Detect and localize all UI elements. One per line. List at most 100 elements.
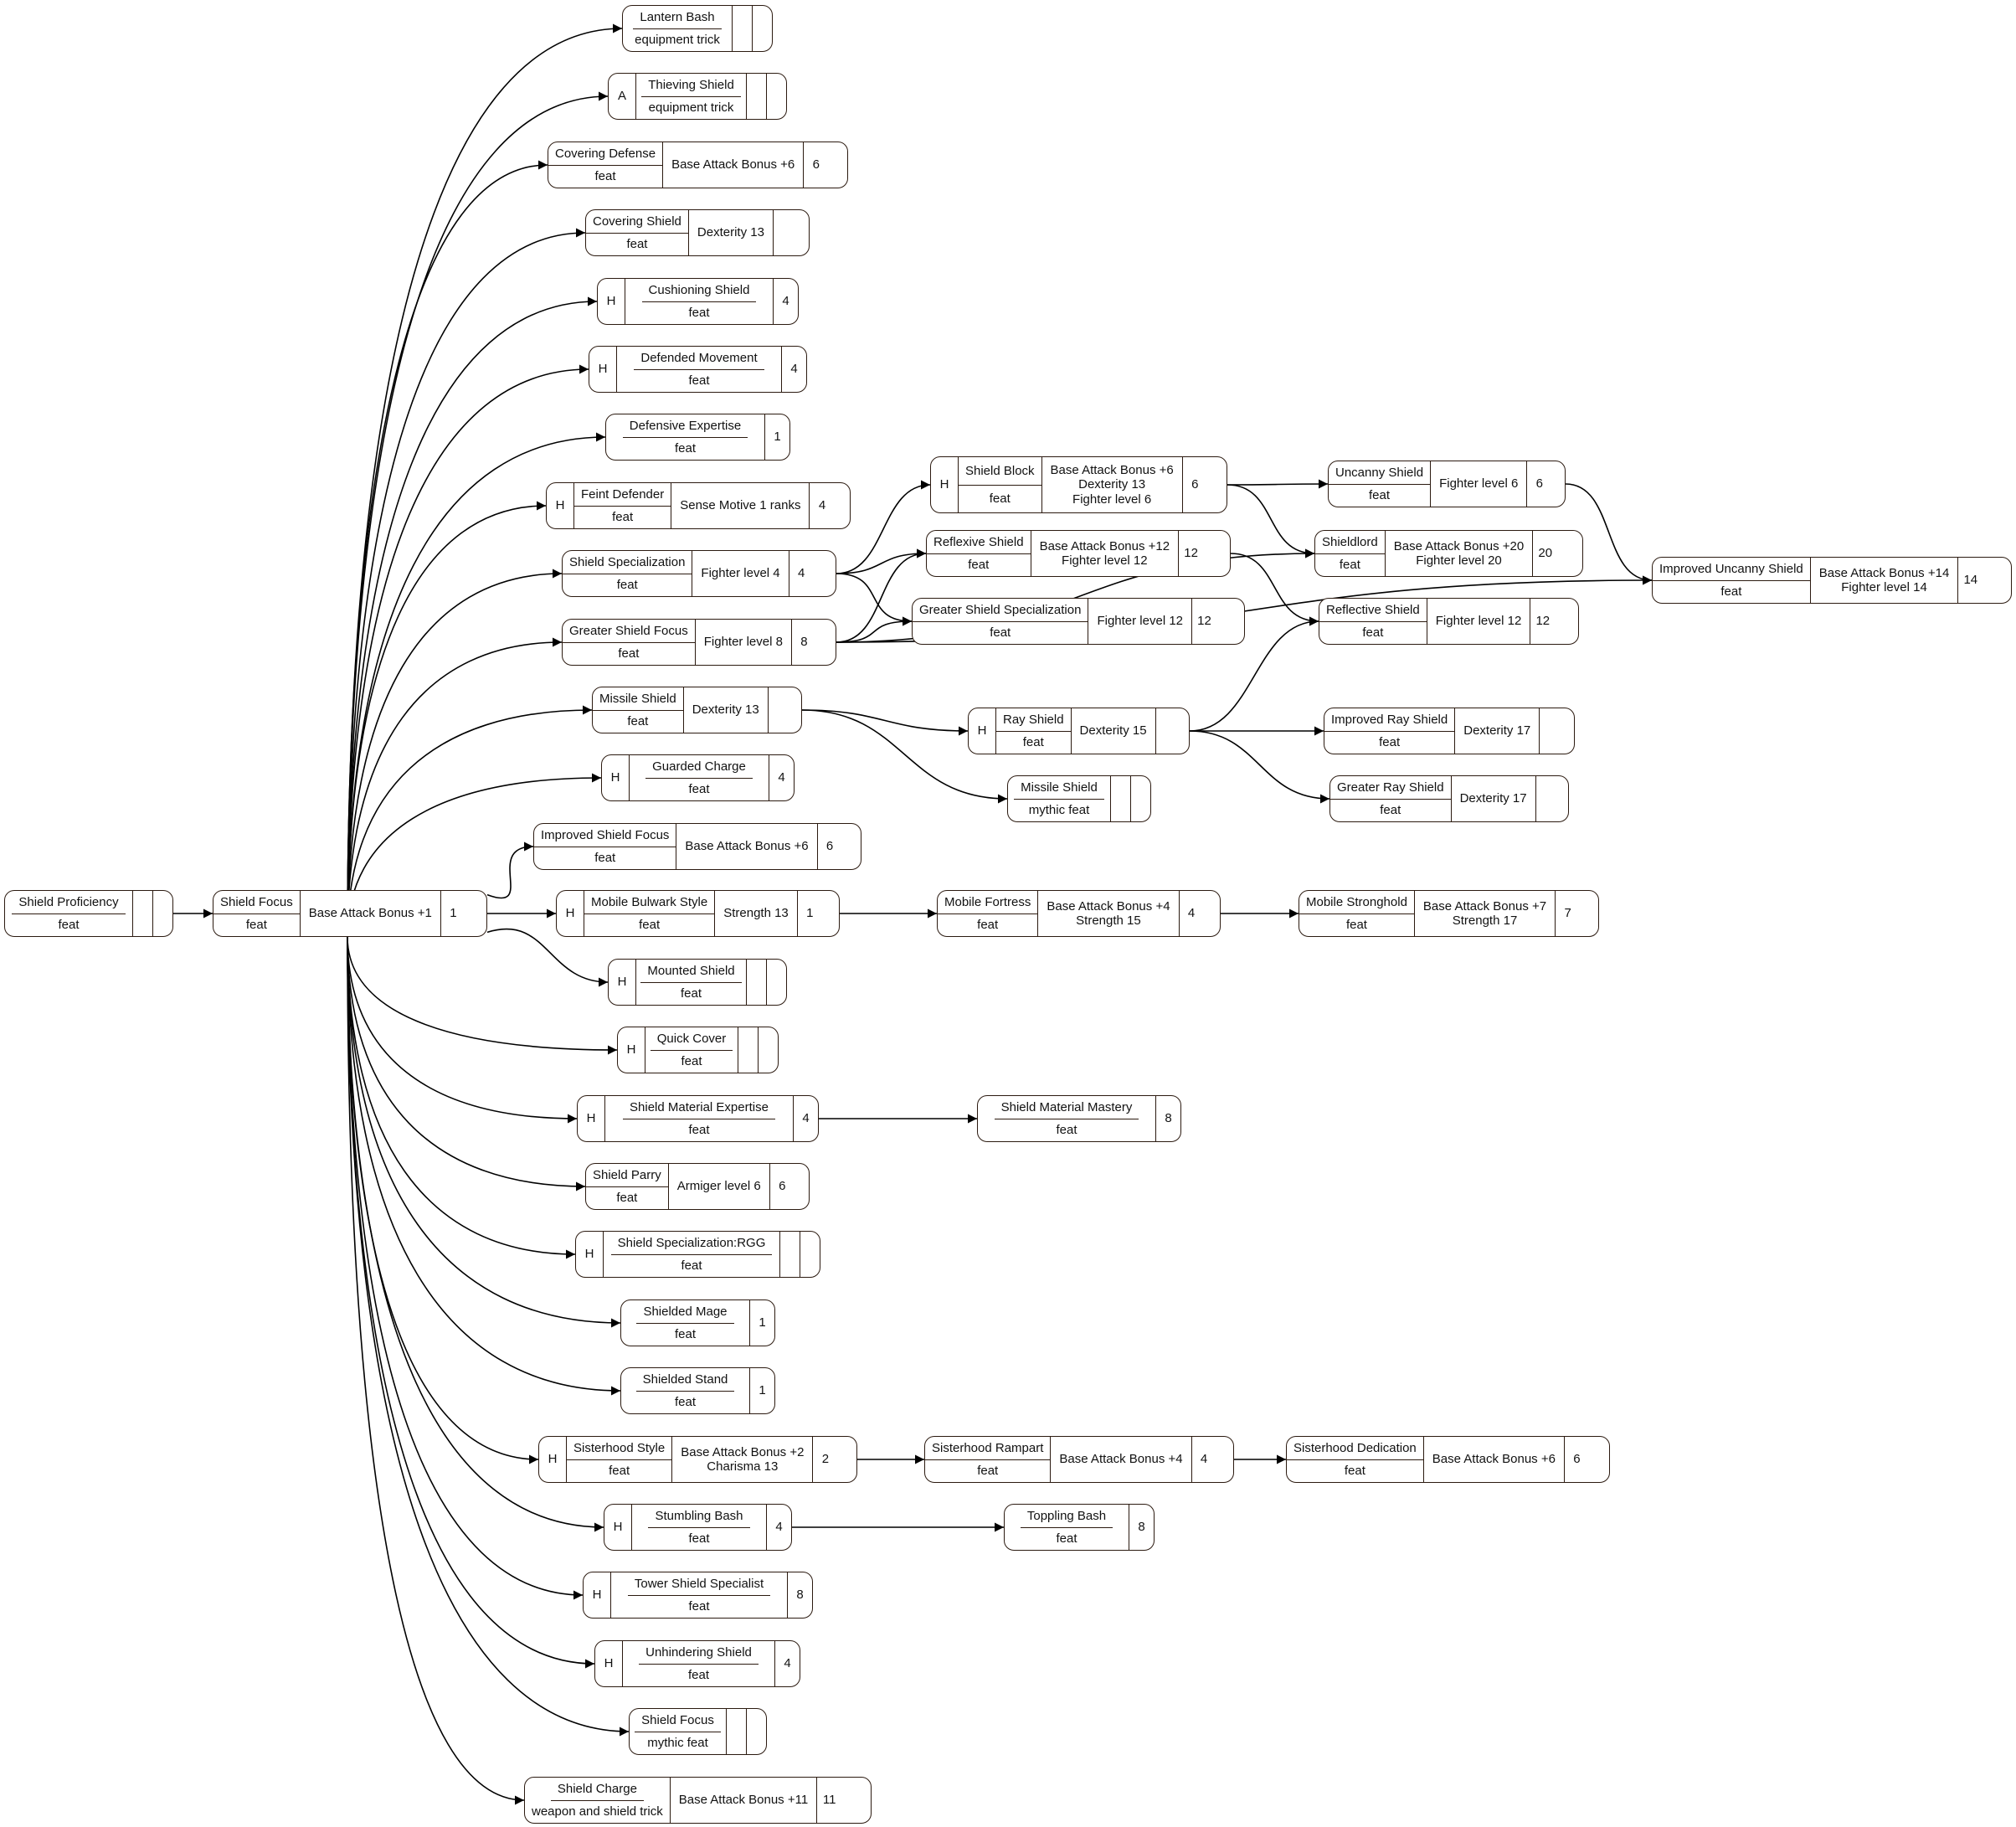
edge-shield-focus-to-shield-parry <box>347 936 586 1191</box>
feat-type: feat <box>1369 488 1391 503</box>
feat-type: feat <box>616 1191 638 1206</box>
feat-level-empty <box>1539 708 1559 754</box>
feat-level: 4 <box>769 755 794 800</box>
feat-requirements: Fighter level 8 <box>694 620 791 665</box>
feat-requirements: Dexterity 15 <box>1070 708 1155 754</box>
edge-shield-focus-to-covering-defense <box>347 160 548 938</box>
feat-name: Mobile Stronghold <box>1299 891 1414 914</box>
feat-name: Shield Charge <box>550 1778 644 1801</box>
feat-level: 20 <box>1532 531 1557 576</box>
feat-tag: H <box>613 1520 623 1535</box>
feat-level-empty <box>772 210 793 255</box>
feat-name: Mobile Bulwark Style <box>584 891 715 914</box>
feat-level-empty <box>726 1709 746 1754</box>
feat-requirements: Base Attack Bonus +4 Strength 15 <box>1037 891 1178 936</box>
feat-name-block: Shield Parry feat <box>586 1164 668 1209</box>
edge-shield-focus-to-tower-shield-specialist <box>347 936 584 1600</box>
feat-level: 8 <box>787 1572 812 1618</box>
feat-type: feat <box>58 918 80 933</box>
feat-type: feat <box>1380 803 1401 818</box>
feat-name: Shield Focus <box>635 1709 721 1732</box>
feat-name: Shield Material Mastery <box>994 1096 1139 1119</box>
edge-shield-focus-to-shielded-mage <box>347 936 621 1328</box>
feat-name: Shield Parry <box>586 1164 668 1187</box>
edge-shield-focus-to-defended-movement <box>347 364 589 938</box>
feat-name: Reflective Shield <box>1319 599 1427 622</box>
edge-shield-specialization-to-reflexive-shield <box>836 548 927 574</box>
feat-requirements: Strength 13 <box>714 891 797 936</box>
feat-level-empty <box>767 687 788 733</box>
edge-shield-focus-to-greater-shield-focus <box>347 637 563 938</box>
feat-level: 4 <box>793 1096 818 1141</box>
feat-type: feat <box>968 558 990 573</box>
feat-level: 11 <box>816 1778 841 1823</box>
feat-level: 6 <box>1181 457 1207 512</box>
feat-requirements: Base Attack Bonus +1 <box>299 891 440 936</box>
feat-level: 14 <box>1957 558 1983 603</box>
feat-name: Sisterhood Rampart <box>925 1437 1051 1460</box>
edge-shield-focus-to-unhindering-shield <box>347 936 595 1669</box>
feat-level: 1 <box>764 414 789 460</box>
feat-type: feat <box>674 1327 697 1342</box>
feat-name: Cushioning Shield <box>641 279 757 302</box>
